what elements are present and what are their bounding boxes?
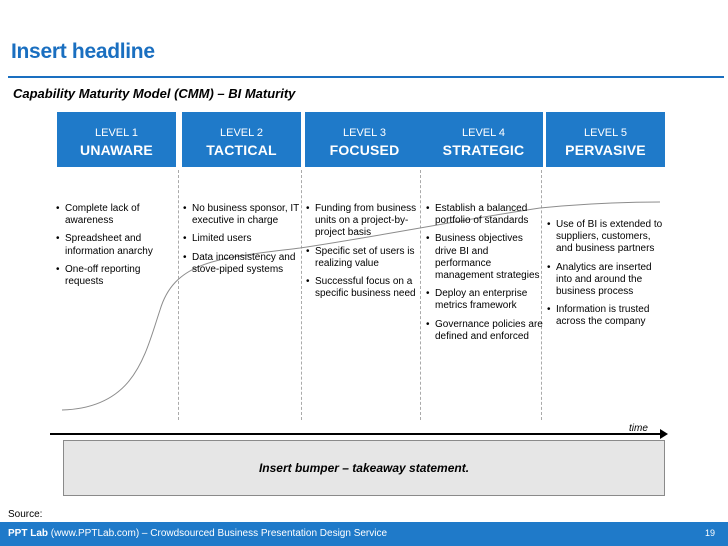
time-axis-label: time [629,423,648,434]
source-note: Source: [8,509,43,520]
slide-headline: Insert headline [11,40,155,63]
list-item: One-off reporting requests [55,264,173,288]
level-5-number: LEVEL 5 [583,127,627,139]
footer-description: (www.PPTLab.com) – Crowdsourced Business… [48,528,388,539]
list-item: Spreadsheet and information anarchy [55,233,173,257]
level-5-bullets: Use of BI is extended to suppliers, cust… [546,219,664,335]
level-1-bullets: Complete lack of awareness Spreadsheet a… [55,203,173,294]
list-item: Business objectives drive BI and perform… [425,233,543,282]
footer-brand: PPT Lab [8,528,49,539]
list-item: Data inconsistency and stove-piped syste… [182,252,300,276]
takeaway-bumper: Insert bumper – takeaway statement. [63,440,665,496]
list-item: Specific set of users is realizing value [305,246,423,270]
list-item: Information is trusted across the compan… [546,304,664,328]
level-4-number: LEVEL 4 [461,127,505,139]
level-3-header: LEVEL 3 FOCUSED [305,112,424,167]
level-2-number: LEVEL 2 [219,127,263,139]
list-item: Successful focus on a specific business … [305,276,423,300]
list-item: Complete lack of awareness [55,203,173,227]
list-item: Establish a balanced portfolio of standa… [425,203,543,227]
footer-bar: PPT Lab (www.PPTLab.com) – Crowdsourced … [0,522,728,546]
level-1-header: LEVEL 1 UNAWARE [57,112,176,167]
level-2-header: LEVEL 2 TACTICAL [182,112,301,167]
list-item: No business sponsor, IT executive in cha… [182,203,300,227]
slide-subtitle: Capability Maturity Model (CMM) – BI Mat… [13,86,296,101]
level-4-name: STRATEGIC [442,142,525,158]
column-divider [301,170,302,420]
list-item: Limited users [182,233,300,245]
level-3-bullets: Funding from business units on a project… [305,203,423,306]
headline-rule [8,76,724,78]
level-3-number: LEVEL 3 [342,127,386,139]
level-1-number: LEVEL 1 [94,127,138,139]
page-number: 19 [704,528,715,538]
level-4-header: LEVEL 4 STRATEGIC [424,112,543,167]
list-item: Use of BI is extended to suppliers, cust… [546,219,664,256]
list-item: Governance policies are defined and enfo… [425,319,543,343]
level-2-bullets: No business sponsor, IT executive in cha… [182,203,300,282]
level-5-name: PERVASIVE [565,142,646,158]
level-2-name: TACTICAL [206,142,277,158]
column-divider [178,170,179,420]
maturity-curve [61,201,661,411]
time-axis-arrowhead [660,429,668,439]
list-item: Funding from business units on a project… [305,203,423,240]
list-item: Analytics are inserted into and around t… [546,262,664,299]
level-4-bullets: Establish a balanced portfolio of standa… [425,203,543,349]
level-5-header: LEVEL 5 PERVASIVE [546,112,665,167]
level-3-name: FOCUSED [329,142,400,158]
level-1-name: UNAWARE [80,142,153,158]
footer-text: PPT Lab (www.PPTLab.com) – Crowdsourced … [8,528,387,539]
list-item: Deploy an enterprise metrics framework [425,288,543,312]
